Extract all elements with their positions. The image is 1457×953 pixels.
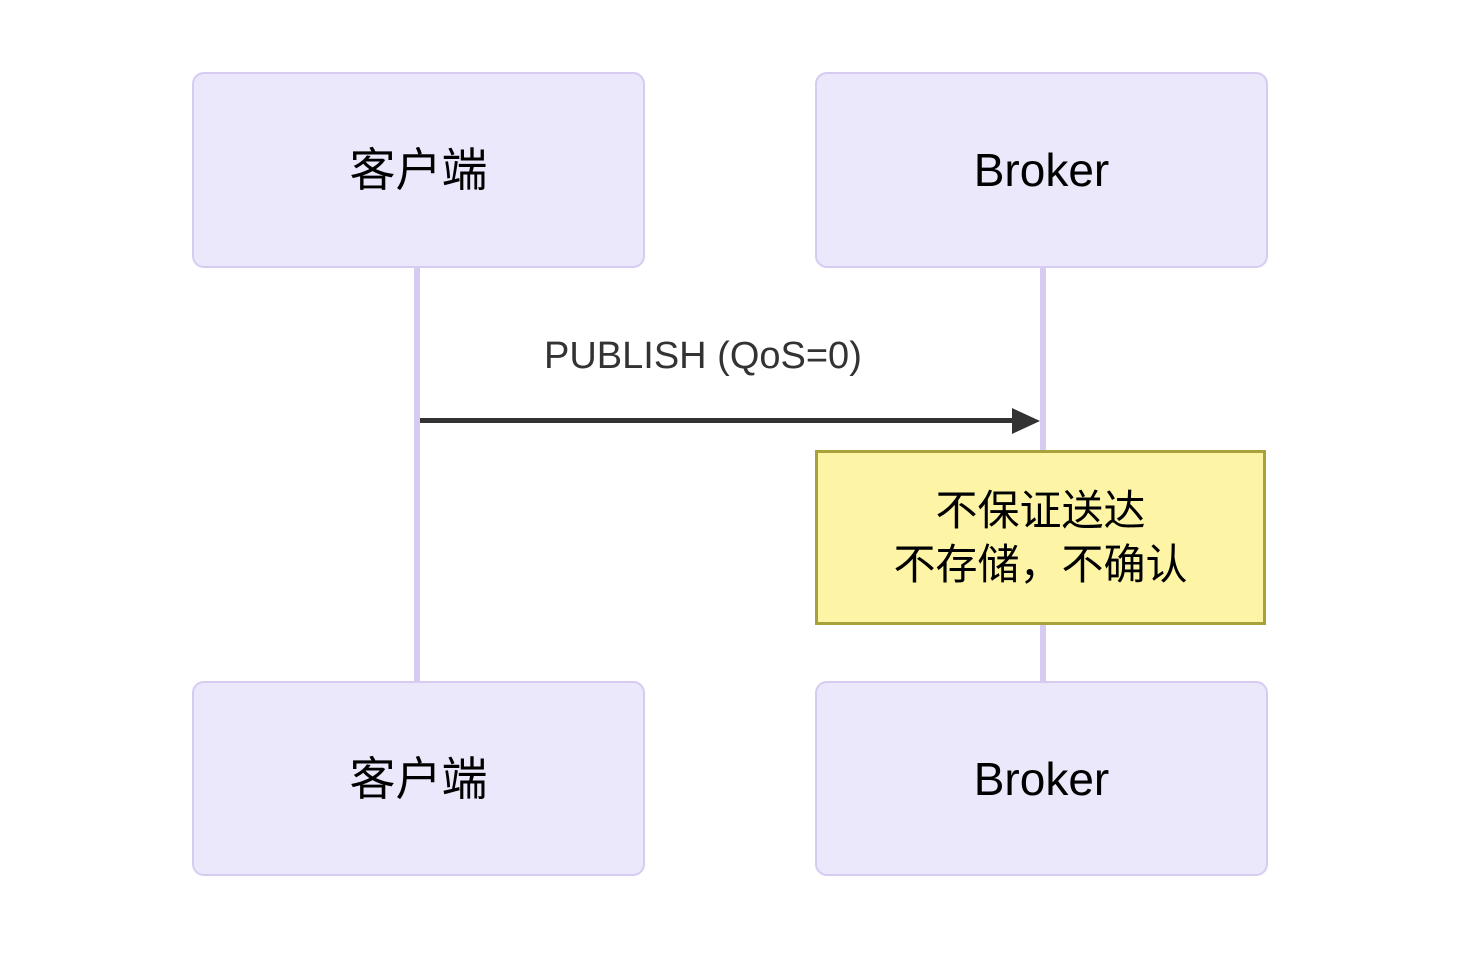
- note-line-2: 不存储，不确认: [893, 539, 1188, 589]
- message-arrow-line: [420, 418, 1018, 423]
- lifeline-client: [414, 268, 420, 683]
- message-label-publish: PUBLISH (QoS=0): [544, 335, 862, 377]
- participant-box-broker-bottom[interactable]: Broker: [815, 681, 1268, 876]
- participant-label-broker-top: Broker: [973, 144, 1110, 196]
- message-arrow-publish[interactable]: [420, 408, 1040, 434]
- participant-label-client-bottom: 客户端: [349, 751, 488, 806]
- participant-box-broker-top[interactable]: Broker: [815, 72, 1268, 268]
- note-qos0: 不保证送达 不存储，不确认: [815, 450, 1266, 625]
- participant-box-client-bottom[interactable]: 客户端: [192, 681, 645, 876]
- note-line-1: 不保证送达: [935, 485, 1146, 535]
- participant-label-client-top: 客户端: [349, 143, 488, 197]
- message-arrow-head-icon: [1012, 408, 1040, 434]
- participant-label-broker-bottom: Broker: [973, 752, 1110, 805]
- participant-box-client-top[interactable]: 客户端: [192, 72, 645, 268]
